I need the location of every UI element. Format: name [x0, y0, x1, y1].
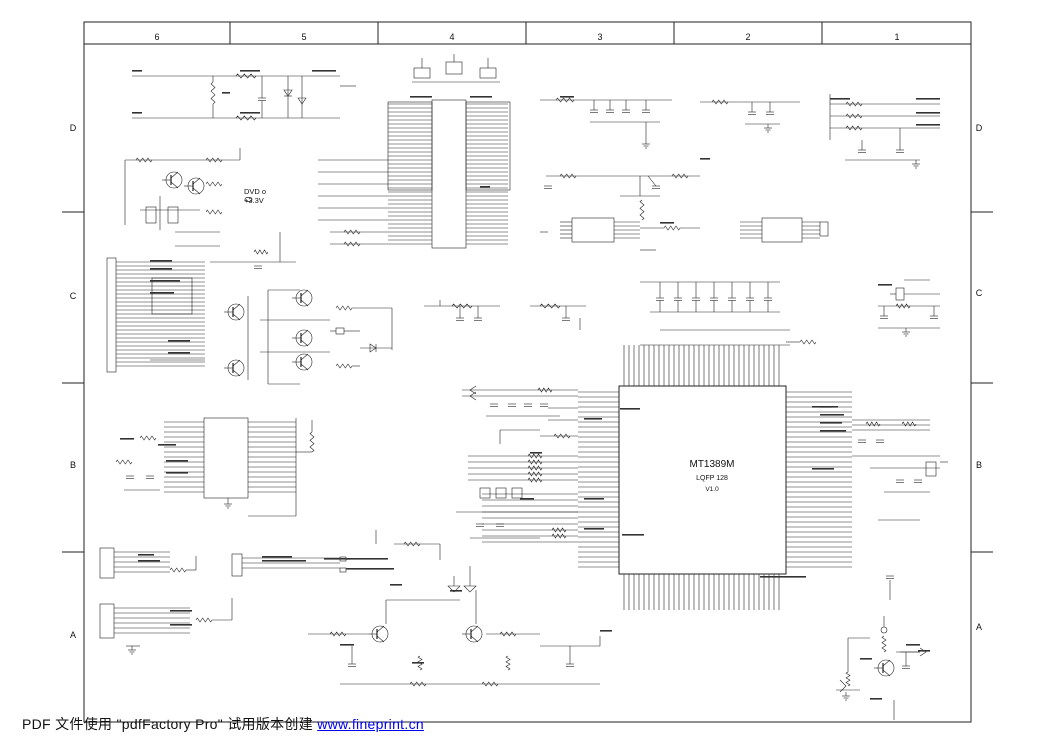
- footer-link[interactable]: www.fineprint.cn: [317, 716, 424, 732]
- zone-row-left-a: A: [70, 630, 76, 640]
- row-zone-labels-right: D C B A: [976, 123, 983, 632]
- footer-text: PDF 文件使用 "pdfFactory Pro" 试用版本创建: [22, 716, 318, 732]
- main-ic-version: V1.0: [705, 486, 719, 493]
- zone-col-1: 1: [894, 32, 899, 42]
- pdf-footer: PDF 文件使用 "pdfFactory Pro" 试用版本创建 www.fin…: [22, 714, 424, 734]
- main-ic: MT1389M LQFP 128 V1.0: [578, 345, 852, 610]
- zone-col-3: 3: [597, 32, 602, 42]
- schematic-wiring: [99, 54, 948, 720]
- zone-col-6: 6: [154, 32, 159, 42]
- column-zone-labels: 6 5 4 3 2 1: [154, 32, 899, 42]
- zone-row-left-d: D: [70, 123, 77, 133]
- zone-row-right-d: D: [976, 123, 983, 133]
- main-ic-pins-bottom: [623, 574, 780, 610]
- zone-col-2: 2: [745, 32, 750, 42]
- zone-row-left-b: B: [70, 460, 76, 470]
- zone-row-left-c: C: [70, 291, 77, 301]
- main-ic-part-number: MT1389M: [689, 459, 734, 470]
- row-zone-labels-left: D C B A: [70, 123, 77, 640]
- main-ic-pins-top: [623, 345, 780, 386]
- legend-line-2: +3.3V: [244, 196, 264, 205]
- main-ic-pins-right: [786, 391, 852, 568]
- legend-line-1: DVD o: [244, 187, 266, 196]
- zone-row-right-b: B: [976, 460, 982, 470]
- zone-row-right-c: C: [976, 288, 983, 298]
- drawing-frame: [62, 21, 993, 723]
- main-ic-package: LQFP 128: [696, 475, 728, 482]
- zone-row-right-a: A: [976, 622, 982, 632]
- zone-col-5: 5: [301, 32, 306, 42]
- legend-symbol: [244, 197, 253, 202]
- main-ic-pins-left: [578, 391, 619, 568]
- zone-col-4: 4: [449, 32, 454, 42]
